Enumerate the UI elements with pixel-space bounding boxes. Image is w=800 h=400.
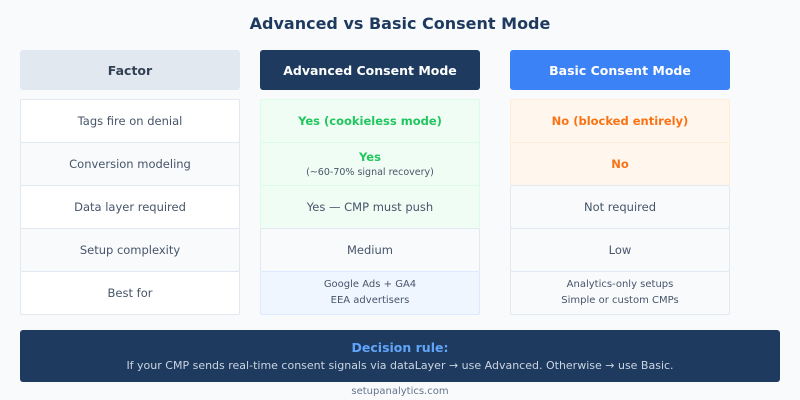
decision-text: If your CMP sends real-time consent sign… (126, 359, 674, 372)
basic-cell: Not required (510, 185, 730, 229)
advanced-value: Yes (cookieless mode) (298, 114, 442, 128)
header-advanced: Advanced Consent Mode (260, 50, 480, 90)
header-basic: Basic Consent Mode (510, 50, 730, 90)
basic-line: Simple or custom CMPs (561, 295, 679, 306)
advanced-line: EEA advertisers (330, 295, 410, 306)
advanced-cell: Medium (260, 228, 480, 272)
basic-value: No (blocked entirely) (551, 114, 689, 128)
advanced-line: Google Ads + GA4 (323, 279, 417, 290)
advanced-cell: Yes (~60-70% signal recovery) (260, 142, 480, 186)
advanced-cell: Google Ads + GA4 EEA advertisers (260, 271, 480, 315)
advanced-cell: Yes — CMP must push (260, 185, 480, 229)
footer-link[interactable]: setupanalytics.com (351, 386, 449, 397)
basic-cell: Analytics-only setups Simple or custom C… (510, 271, 730, 315)
advanced-cell: Yes (cookieless mode) (260, 99, 480, 143)
basic-cell: No (510, 142, 730, 186)
factor-cell: Setup complexity (20, 228, 240, 272)
factor-cell: Conversion modeling (20, 142, 240, 186)
basic-value: No (611, 157, 629, 171)
basic-cell: Low (510, 228, 730, 272)
basic-line: Analytics-only setups (566, 279, 674, 290)
advanced-value: Yes (359, 150, 381, 164)
page-title: Advanced vs Basic Consent Mode (249, 14, 551, 33)
header-factor: Factor (20, 50, 240, 90)
factor-cell: Best for (20, 271, 240, 315)
decision-title: Decision rule: (351, 340, 449, 355)
decision-box: Decision rule: If your CMP sends real-ti… (20, 330, 780, 382)
advanced-note: (~60-70% signal recovery) (306, 167, 434, 178)
factor-cell: Tags fire on denial (20, 99, 240, 143)
factor-cell: Data layer required (20, 185, 240, 229)
basic-cell: No (blocked entirely) (510, 99, 730, 143)
